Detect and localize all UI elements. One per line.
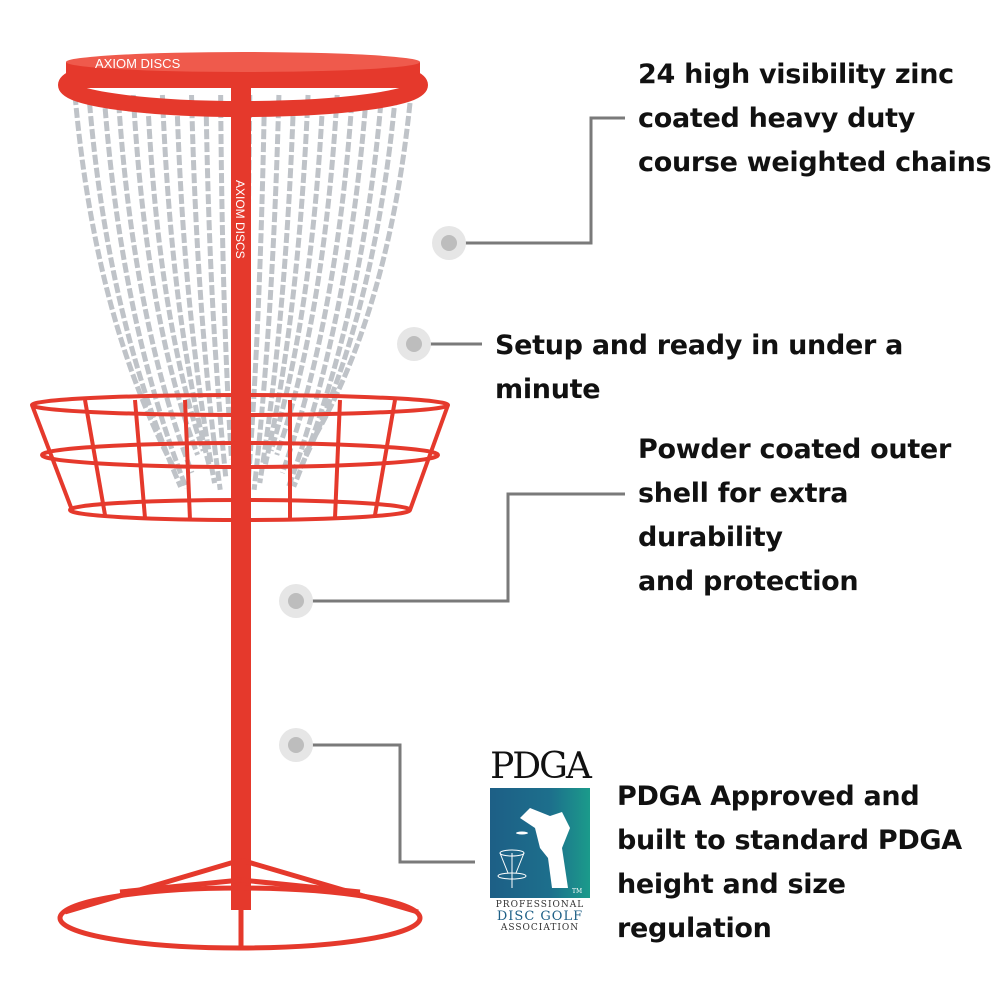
feature-line: coated heavy duty	[638, 103, 916, 134]
pdga-tm: TM	[572, 888, 582, 895]
feature-line: 24 high visibility zinc	[638, 59, 954, 90]
pdga-line2: DISC GOLF	[496, 909, 584, 924]
feature-line: Setup and ready in under a minute	[495, 330, 904, 405]
pdga-logo: PDGA TM PROFESSIONAL DISC GOLF ASSOCIATI…	[488, 748, 592, 933]
feature-line: built to standard PDGA	[617, 825, 962, 856]
chain	[174, 102, 218, 484]
feature-setup: Setup and ready in under a minute	[495, 324, 1000, 412]
disc-golf-basket-image: AXIOM DISCS AXIOM DISCS	[30, 52, 450, 951]
feature-line: height and size regulation	[617, 869, 846, 944]
basket-tray	[30, 393, 450, 522]
chain	[251, 94, 282, 491]
chain	[159, 94, 212, 466]
pdga-line3: ASSOCIATION	[500, 923, 580, 933]
feature-powder-coated: Powder coated outer shell for extra dura…	[638, 428, 1000, 604]
base	[57, 857, 423, 951]
pdga-line1: PROFESSIONAL	[495, 900, 585, 910]
chain	[262, 94, 311, 465]
chain	[116, 102, 195, 474]
chain	[189, 94, 223, 491]
chain	[203, 102, 229, 479]
chain	[218, 94, 235, 460]
chain	[257, 102, 296, 484]
chain	[280, 102, 355, 474]
pdga-emblem: TM	[490, 788, 590, 898]
pole	[231, 80, 251, 910]
feature-line: and protection	[638, 566, 859, 597]
feature-line: shell for extra durability	[638, 478, 849, 553]
feature-chains: 24 high visibility zinc coated heavy dut…	[638, 53, 992, 185]
pdga-acronym: PDGA	[490, 746, 592, 787]
rim-brand-text: AXIOM DISCS	[95, 56, 181, 71]
pole-brand-text: AXIOM DISCS	[233, 180, 247, 259]
feature-line: PDGA Approved and	[617, 781, 920, 812]
feature-line: course weighted chains	[638, 147, 992, 178]
feature-pdga: PDGA Approved and built to standard PDGA…	[617, 775, 1000, 951]
chain	[245, 102, 267, 479]
chain	[87, 102, 183, 488]
feature-line: Powder coated outer	[638, 434, 951, 465]
